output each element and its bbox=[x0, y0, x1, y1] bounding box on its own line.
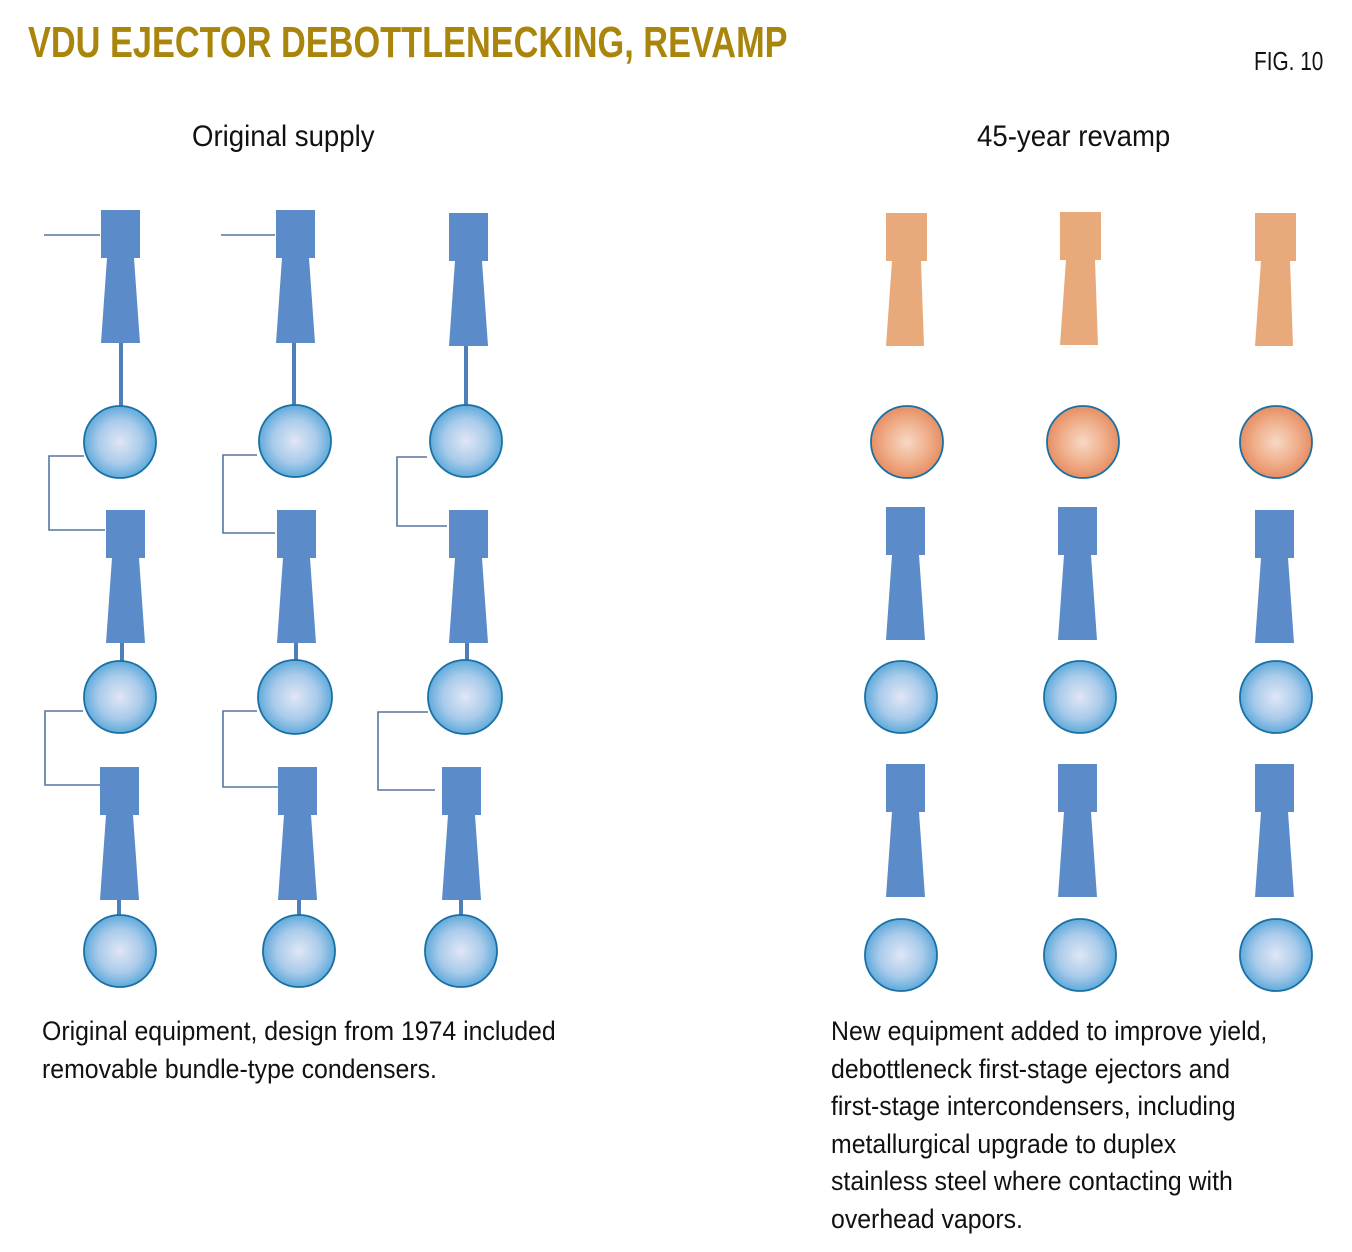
caption-line: metallurgical upgrade to duplex bbox=[831, 1128, 1177, 1159]
original-supply-diagram bbox=[44, 210, 503, 988]
caption-line: New equipment added to improve yield, bbox=[831, 1016, 1268, 1046]
panel-title-original: Original supply bbox=[192, 120, 375, 153]
ejector-icon bbox=[101, 210, 140, 343]
figure-title: VDU EJECTOR DEBOTTLENECKING, REVAMP bbox=[28, 18, 788, 67]
caption-line: overhead vapors. bbox=[831, 1203, 1023, 1234]
caption-line: removable bundle-type condensers. bbox=[42, 1053, 437, 1084]
revamp-diagram bbox=[864, 212, 1313, 992]
pipe-lines bbox=[44, 234, 447, 791]
condenser-icons bbox=[83, 404, 503, 988]
orange-condenser-icons bbox=[870, 405, 1313, 479]
panel-title-revamp: 45-year revamp bbox=[977, 120, 1171, 153]
caption-revamp: New equipment added to improve yield, de… bbox=[831, 1013, 1267, 1238]
caption-line: stainless steel where contacting with bbox=[831, 1166, 1233, 1196]
caption-line: Original equipment, design from 1974 inc… bbox=[42, 1016, 556, 1046]
caption-original: Original equipment, design from 1974 inc… bbox=[42, 1013, 556, 1088]
figure-label: FIG. 10 bbox=[1254, 46, 1324, 76]
caption-line: debottleneck first-stage ejectors and bbox=[831, 1053, 1231, 1084]
caption-line: first-stage intercondensers, including bbox=[831, 1091, 1236, 1121]
blue-condenser-icons bbox=[864, 660, 1313, 992]
